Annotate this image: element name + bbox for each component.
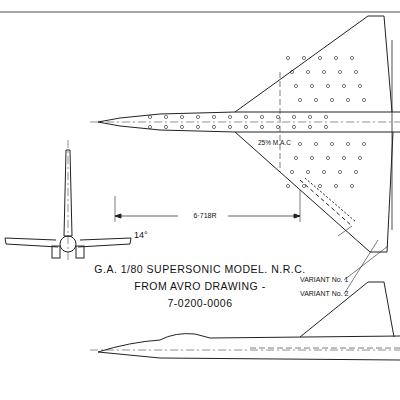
title-block-text: FROM AVRO DRAWING - [134,281,265,293]
drawing-note: 25% M.A.C [258,139,291,146]
drawing-note: VARIANT No. 1 [300,276,348,284]
title-block-text: G.A. 1/80 SUPERSONIC MODEL. N.R.C. [94,264,305,276]
drawing-note: 6·718R [192,212,219,220]
drawing-note: VARIANT No. 2 [300,290,348,298]
side-view [90,282,400,360]
front-view [5,140,131,262]
title-block-text: 7-0200-0006 [167,298,232,310]
drawing-note: 14° [134,231,148,241]
plan-view [90,16,400,294]
